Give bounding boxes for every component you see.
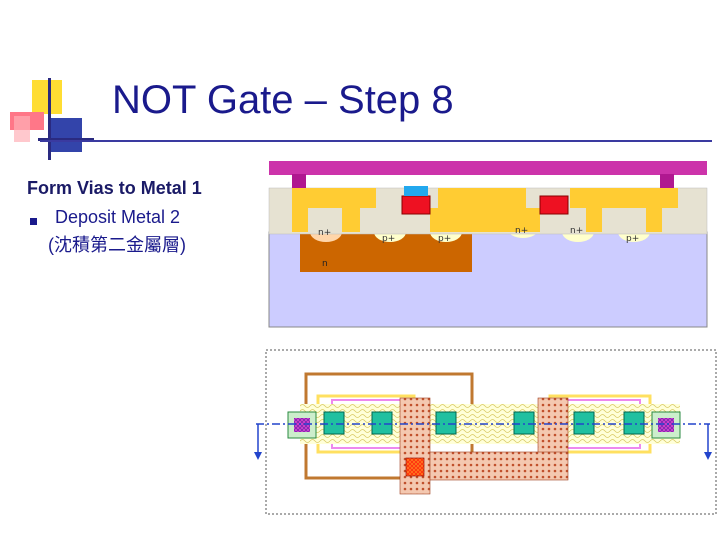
contact-8 — [651, 411, 681, 439]
label-p-plus-2: p+ — [438, 234, 451, 244]
metal2-via-left — [292, 174, 306, 188]
label-n-plus-3: n+ — [570, 226, 583, 236]
poly-connector — [429, 451, 569, 481]
contact-6 — [573, 411, 595, 435]
metal2-via-right — [660, 174, 674, 188]
poly-contact — [405, 457, 425, 477]
layout-frame — [265, 349, 717, 515]
bullet-square-icon — [30, 218, 37, 225]
metal2-layer — [269, 161, 707, 175]
contact-2 — [323, 411, 345, 435]
arrow-head-right-icon — [704, 452, 712, 460]
poly-gate-right — [537, 397, 569, 455]
via-1 — [294, 418, 310, 432]
poly-gate-left — [399, 397, 431, 495]
layout-top-view-diagram — [254, 349, 717, 515]
contact-3 — [371, 411, 393, 435]
metal1-right — [570, 188, 678, 232]
label-n-plus-2: n+ — [515, 226, 528, 236]
label-p-plus-3: p+ — [626, 234, 639, 244]
cross-section-diagram: n+ p+ p+ n+ n+ p+ n — [268, 161, 708, 328]
bullet-text: Deposit Metal 2 — [55, 207, 181, 227]
via-2 — [658, 418, 674, 432]
decorative-logo-icon — [10, 78, 94, 160]
arrow-head-left-icon — [254, 452, 262, 460]
poly-gate-2 — [539, 195, 569, 215]
contact-7 — [623, 411, 645, 435]
poly-gate-1 — [401, 195, 431, 215]
title-divider — [40, 140, 712, 142]
metal1-blocks — [292, 188, 678, 232]
label-p-plus-1: p+ — [382, 234, 395, 244]
metal1-mid — [430, 188, 540, 232]
contact-5 — [513, 411, 535, 435]
metal1-left — [292, 188, 376, 232]
contact-4 — [435, 411, 457, 435]
label-n-plus-1: n+ — [318, 228, 331, 238]
slide-title: NOT Gate – Step 8 — [112, 78, 454, 122]
section-heading: Form Vias to Metal 1 — [27, 178, 202, 198]
bullet-subtext: (沈積第二金屬層) — [48, 235, 186, 255]
label-n-well: n — [322, 259, 328, 269]
via-contact — [404, 186, 428, 196]
